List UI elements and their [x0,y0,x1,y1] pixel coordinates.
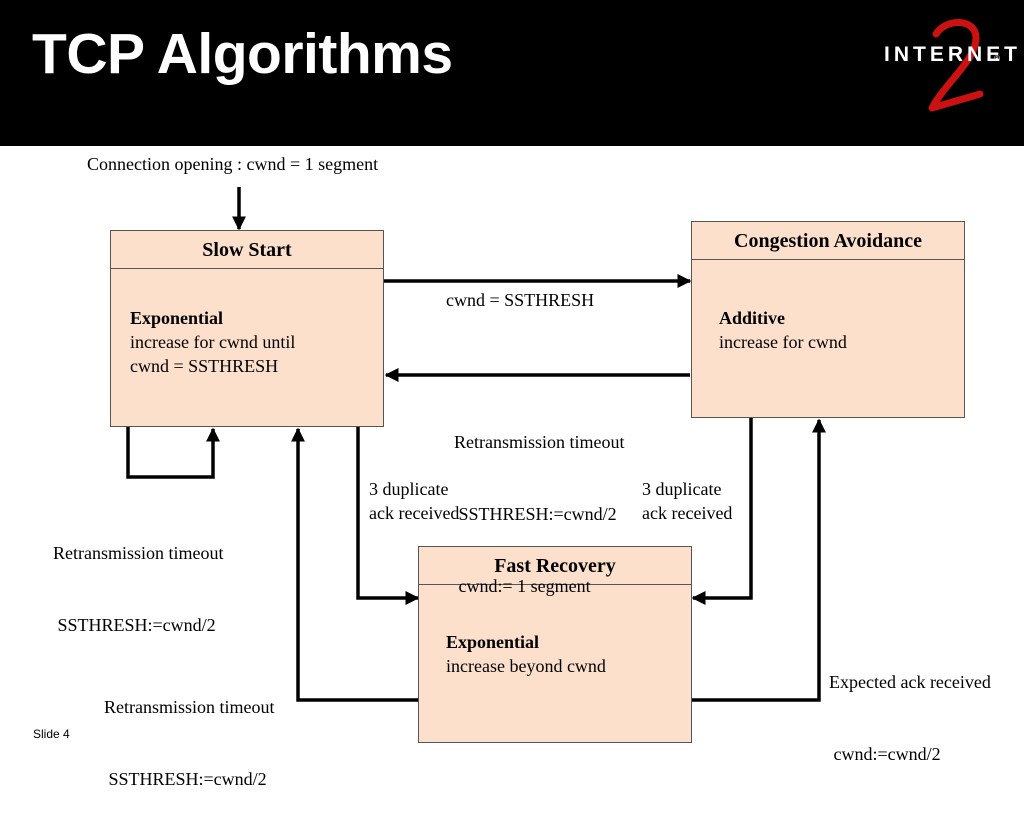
internet2-logo: INTERNET ® [880,14,1017,114]
label-line: cwnd:=cwnd/2 [829,744,941,764]
logo-word: INTERNET [884,43,1021,66]
state-emphasis: Exponential [130,308,224,328]
slide-header: TCP Algorithms INTERNET ® [0,0,1024,146]
state-title: Congestion Avoidance [692,222,964,260]
label-line: cwnd:= 1 segment [454,576,591,596]
state-line: increase for cwnd until [130,332,296,352]
label-fr-to-ss: Retransmission timeout SSTHRESH:=cwnd/2 [104,647,275,815]
label-line: 3 duplicate [642,479,722,499]
state-slow-start: Slow Start Exponential increase for cwnd… [110,230,384,427]
state-congestion-avoidance: Congestion Avoidance Additive increase f… [691,221,965,418]
label-entry: Connection opening : cwnd = 1 segment [87,152,378,176]
label-ca-to-ss: Retransmission timeout SSTHRESH:=cwnd/2 … [454,382,625,622]
state-description: Additive increase for cwnd [719,306,847,354]
logo-two-glyph [928,19,984,112]
arrow-ss-to-fr [356,427,420,605]
logo-registered-mark: ® [994,54,1000,63]
label-line: Retransmission timeout [104,697,275,717]
label-ss-self-loop: Retransmission timeout SSTHRESH:=cwnd/2 [53,493,224,661]
state-line: increase for cwnd [719,332,847,352]
state-emphasis: Additive [719,308,786,328]
arrow-fr-to-ss [291,427,418,702]
state-description: Exponential increase beyond cwnd [446,630,606,678]
label-line: SSTHRESH:=cwnd/2 [104,769,267,789]
state-line: increase beyond cwnd [446,656,606,676]
label-line: SSTHRESH:=cwnd/2 [454,504,617,524]
state-title: Fast Recovery [419,547,691,585]
state-emphasis: Exponential [446,632,540,652]
arrow-ca-to-fr [691,418,753,605]
label-ss-to-ca: cwnd = SSTHRESH [446,288,594,312]
state-line: cwnd = SSTHRESH [130,356,279,376]
label-ca-to-fr: 3 duplicate ack received [642,477,732,525]
label-line: Connection opening : cwnd = 1 segment [87,154,379,174]
label-line: ack received [369,503,460,523]
arrow-ss-self-loop [126,427,220,479]
label-fr-to-ca: Expected ack received cwnd:=cwnd/2 [829,622,991,790]
state-title: Slow Start [111,231,383,269]
slide-number: Slide 4 [33,727,70,741]
state-description: Exponential increase for cwnd until cwnd… [130,306,295,378]
transition-arrows [126,187,826,702]
label-ss-to-fr: 3 duplicate ack received [369,477,459,525]
label-line: Expected ack received [829,672,991,692]
label-line: cwnd = SSTHRESH [446,290,595,310]
slide-title: TCP Algorithms [32,22,453,86]
label-line: ack received [642,503,733,523]
label-line: 3 duplicate [369,479,449,499]
arrow-fr-to-ca [692,418,826,702]
label-line: Retransmission timeout [53,543,224,563]
label-line: Retransmission timeout [454,432,625,452]
state-fast-recovery: Fast Recovery Exponential increase beyon… [418,546,692,743]
label-line: SSTHRESH:=cwnd/2 [53,615,216,635]
